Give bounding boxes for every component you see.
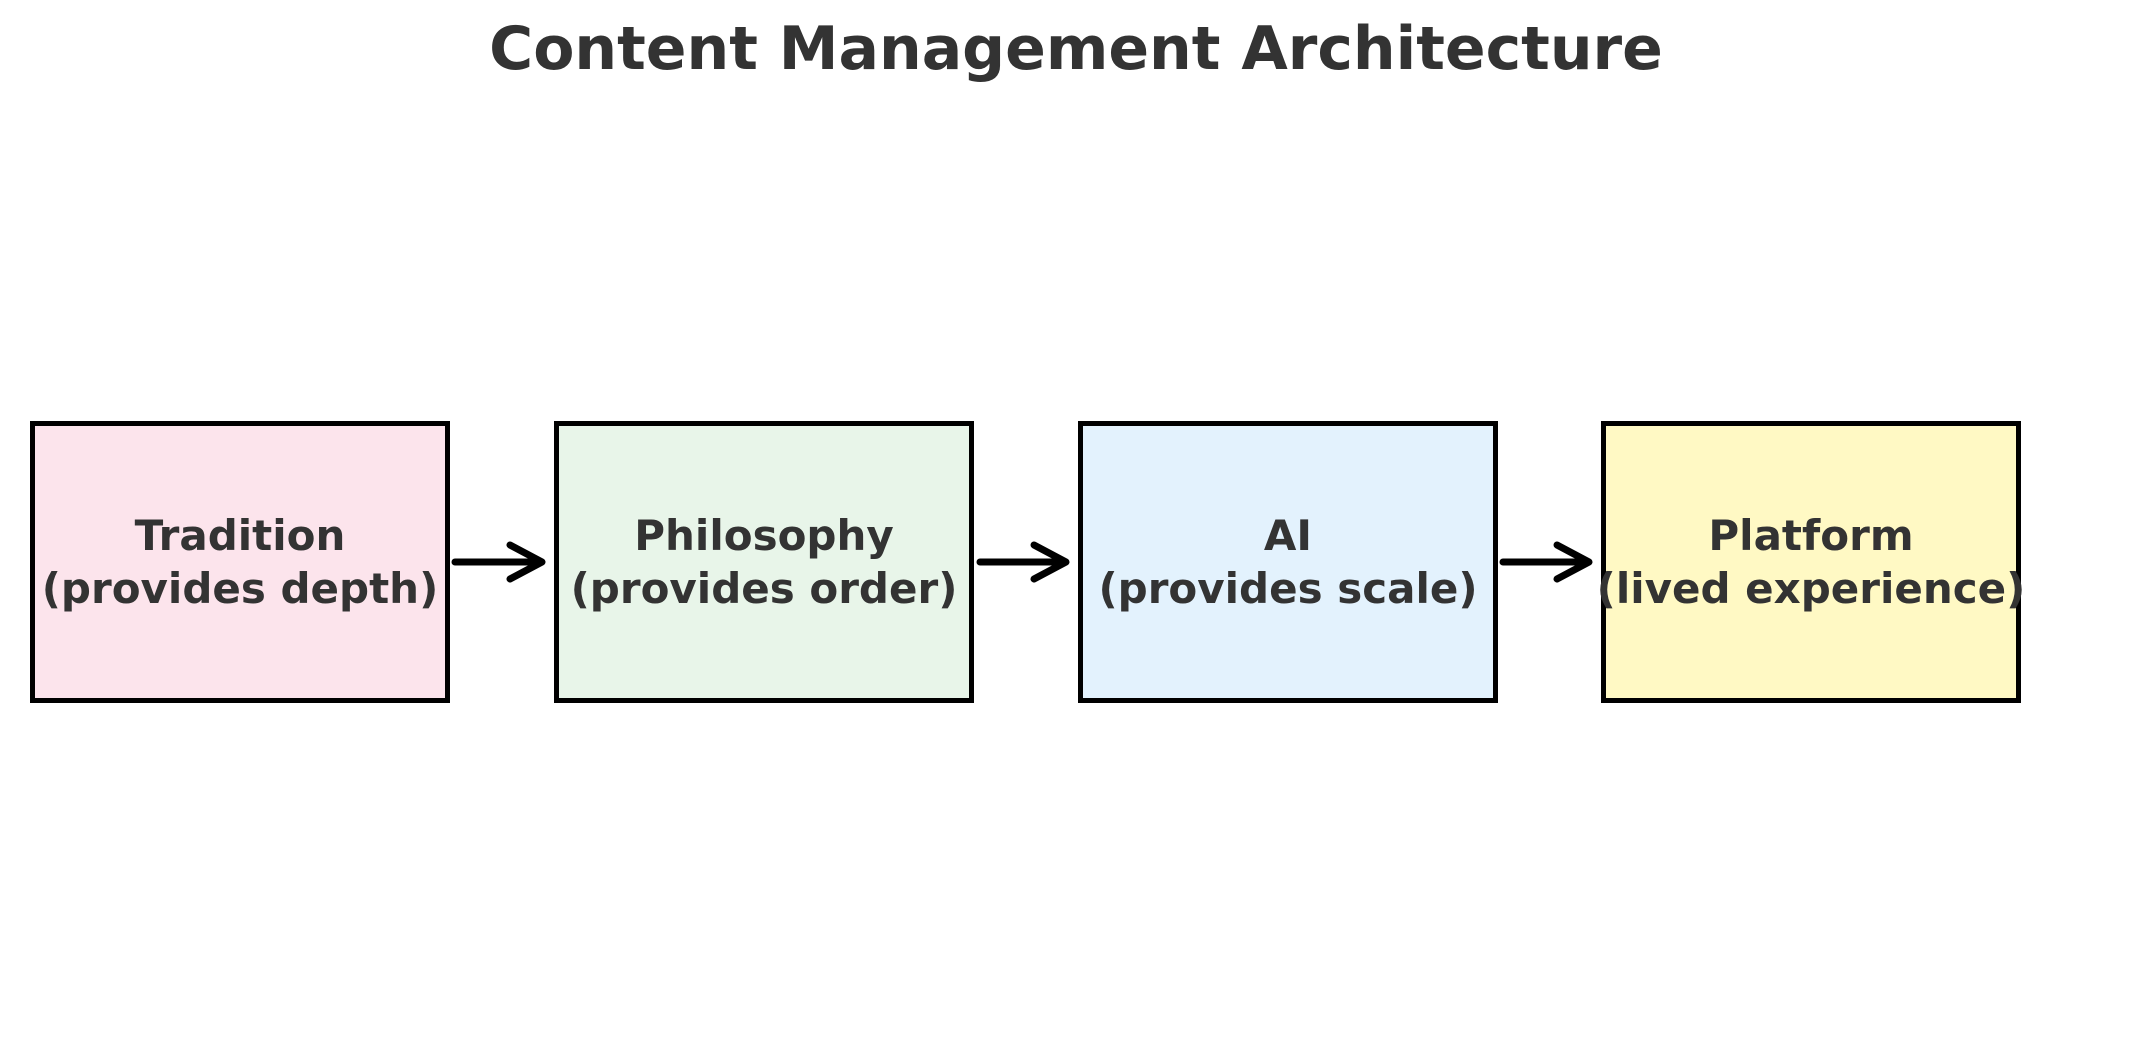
node-label-line2: (provides order) bbox=[570, 564, 958, 613]
right-arrow-icon bbox=[451, 541, 546, 583]
node-label-line1: Platform bbox=[1708, 510, 1914, 560]
right-arrow-icon bbox=[976, 541, 1070, 583]
node-label-line1: Tradition bbox=[134, 510, 346, 560]
node-label-line2: (provides depth) bbox=[41, 564, 439, 613]
node-label-line2: (lived experience) bbox=[1596, 564, 2026, 613]
node-label-line2: (provides scale) bbox=[1098, 564, 1478, 613]
node-label-line1: AI bbox=[1263, 510, 1313, 560]
node-ai: AI (provides scale) bbox=[1078, 421, 1498, 703]
node-philosophy: Philosophy (provides order) bbox=[554, 421, 974, 703]
right-arrow-icon bbox=[1499, 541, 1593, 583]
node-platform: Platform (lived experience) bbox=[1597, 421, 2025, 703]
figure-title: Content Management Architecture bbox=[489, 14, 1663, 84]
node-label-line1: Philosophy bbox=[634, 510, 894, 560]
node-tradition: Tradition (provides depth) bbox=[30, 421, 450, 703]
